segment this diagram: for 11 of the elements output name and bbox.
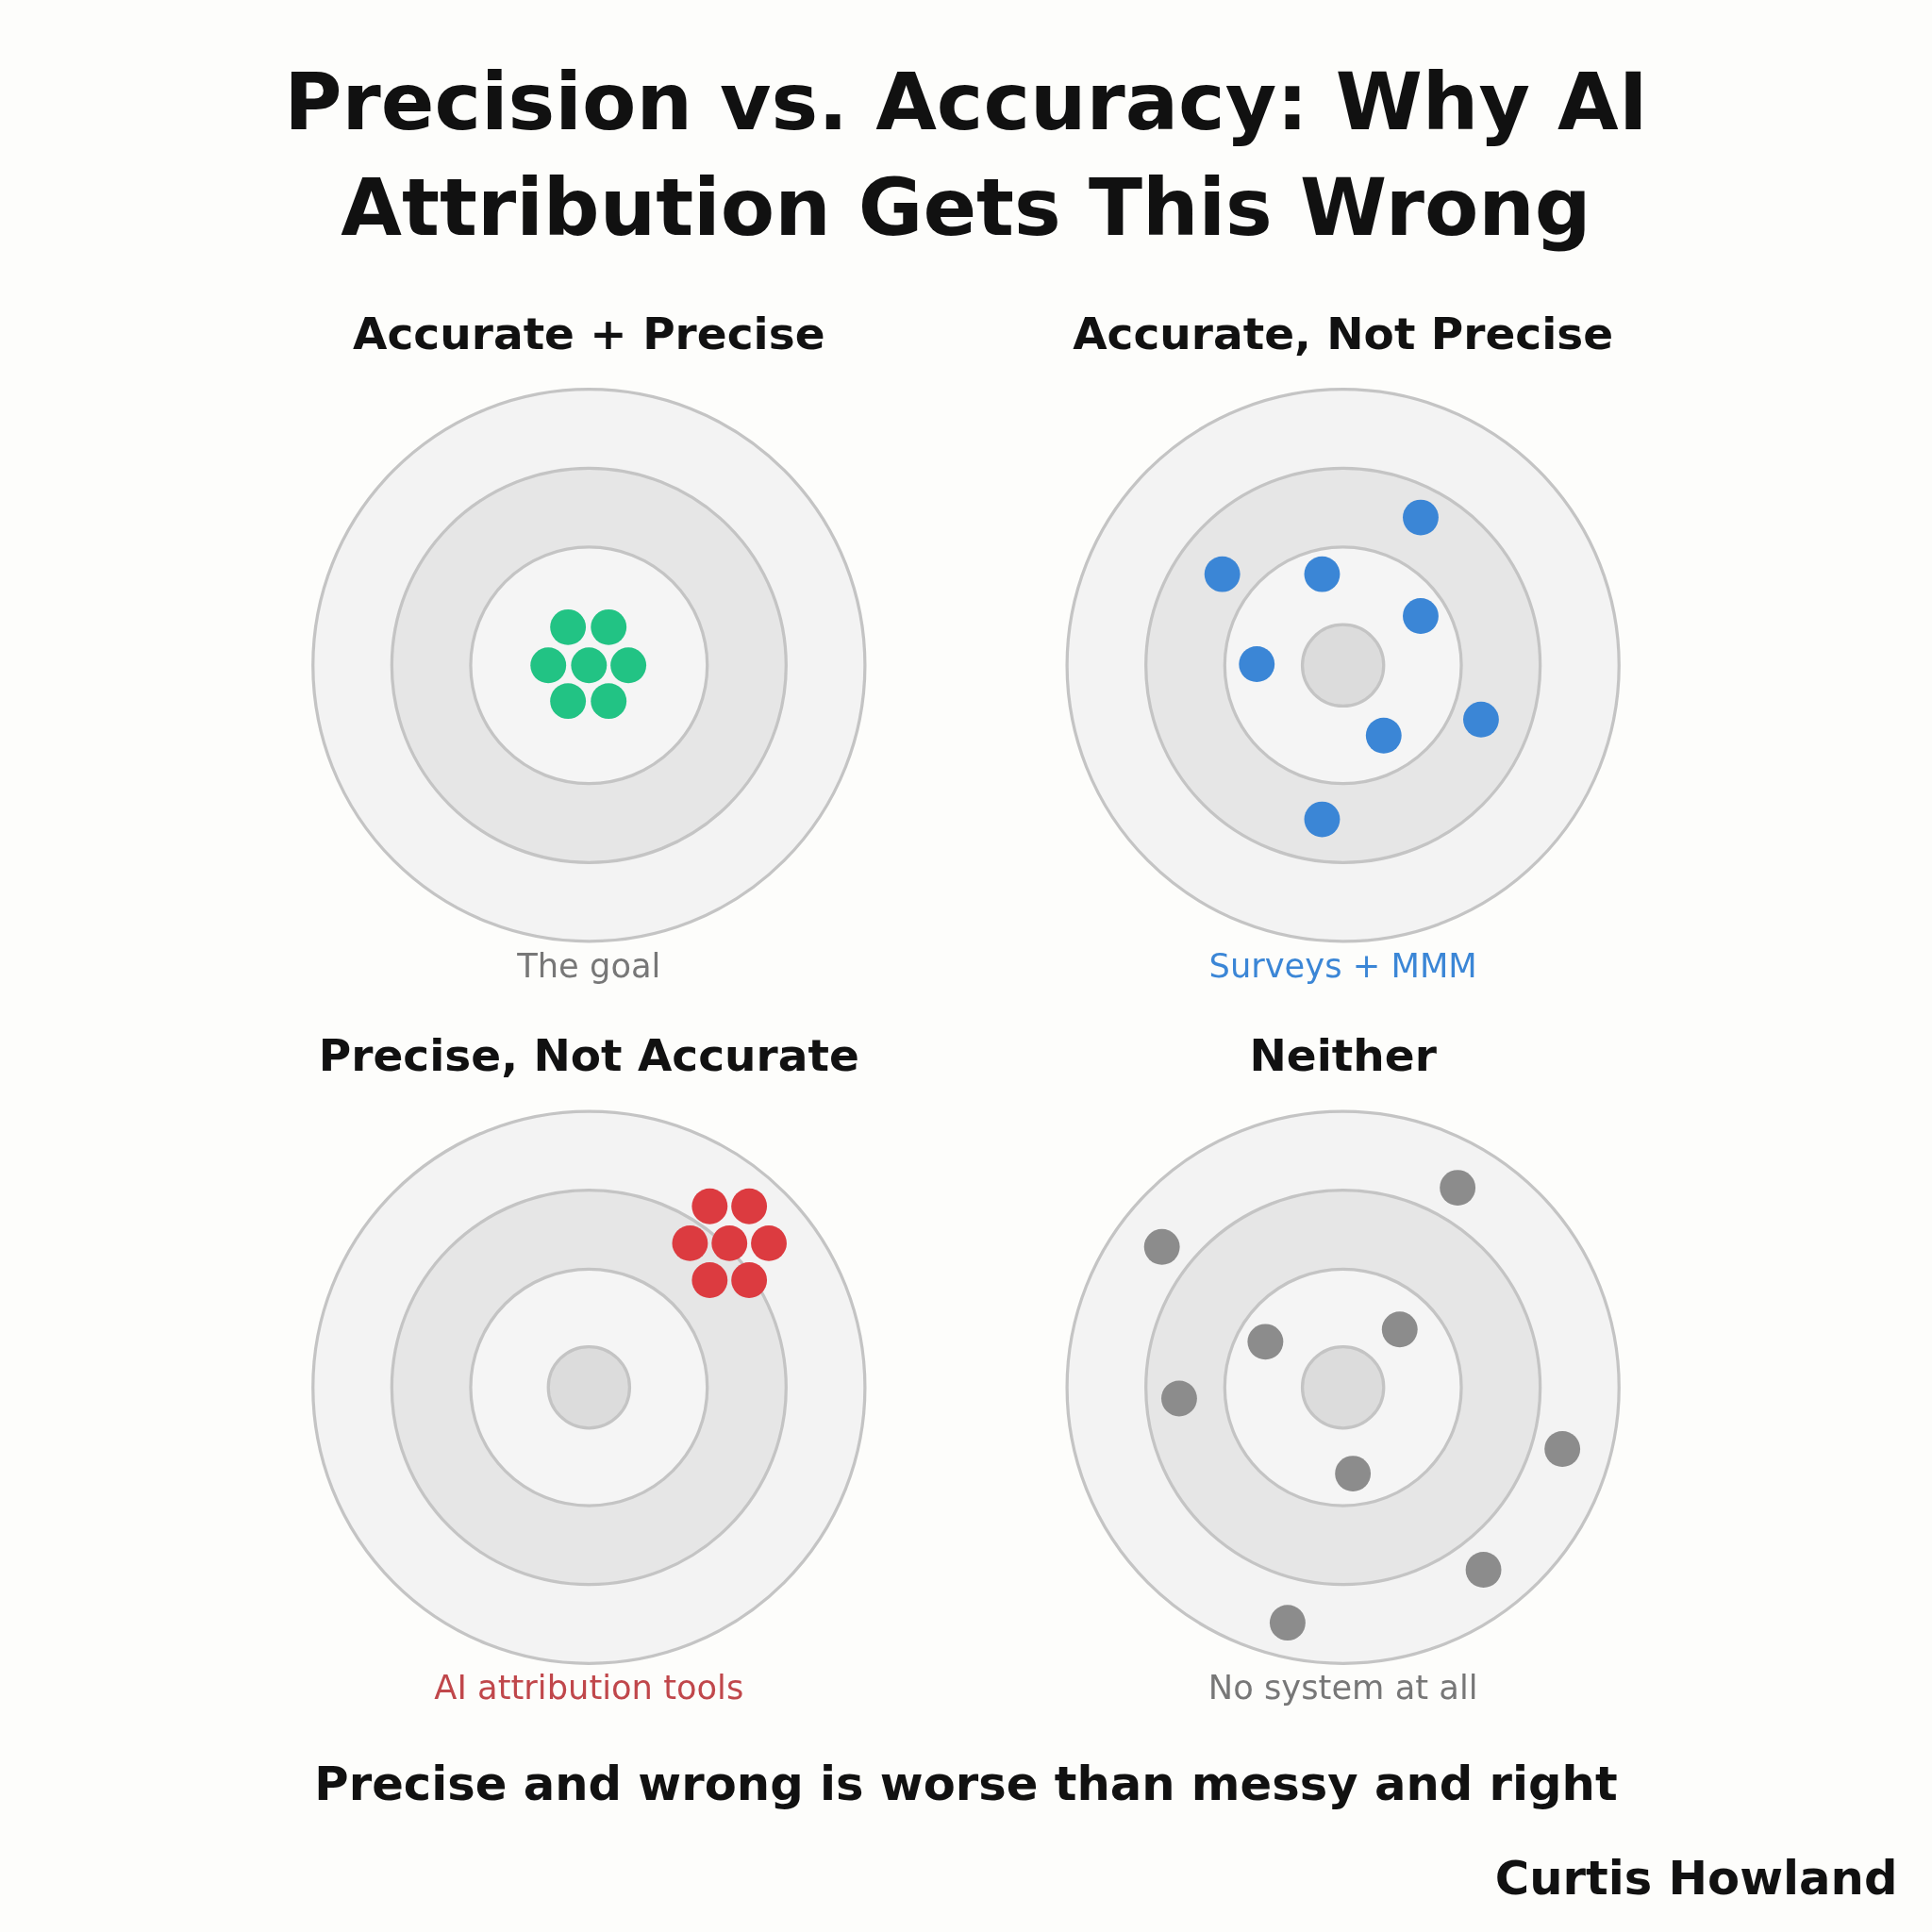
target-heading: Accurate, Not Precise — [1072, 308, 1615, 359]
target-heading: Accurate + Precise — [352, 308, 826, 359]
target-heading: Neither — [1248, 1029, 1438, 1081]
author-name: Curtis Howland — [1494, 1850, 1898, 1906]
caption: Precise and wrong is worse than messy and right — [313, 1757, 1619, 1811]
target-heading: Precise, Not Accurate — [317, 1029, 860, 1081]
target-caption: AI attribution tools — [433, 1668, 745, 1707]
target-caption: The goal — [516, 946, 662, 985]
target-caption: No system at all — [1207, 1668, 1479, 1707]
title: Precision vs. Accuracy: Why AI Attribution Gets This Wrong — [283, 56, 1649, 257]
target-caption: Surveys + MMM — [1208, 946, 1478, 985]
